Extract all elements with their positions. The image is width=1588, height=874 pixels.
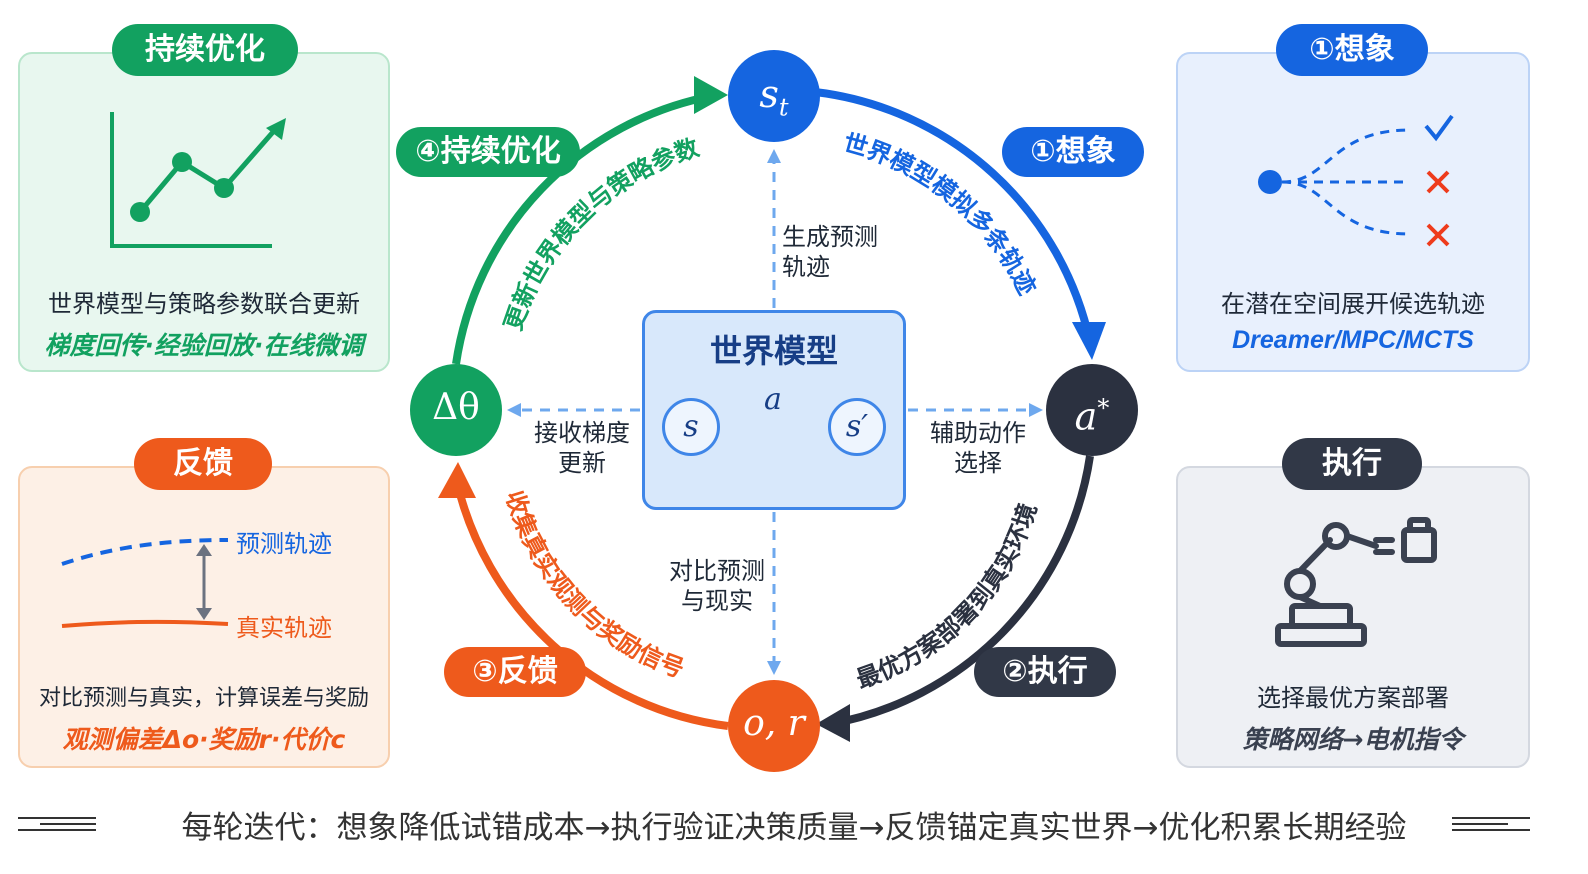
execute-arc-arrowhead [816, 704, 850, 742]
imagine-panel [1176, 52, 1530, 372]
state-node-st: st [728, 50, 820, 142]
imagine-panel-title: ①想象 [1276, 24, 1428, 76]
cross-icon [1426, 170, 1450, 247]
feedback-panel-main: 对比预测与真实，计算误差与奖励 [38, 686, 369, 711]
optimize-panel-sub: 梯度回传·经验回放·在线微调 [44, 331, 364, 360]
imagine-step-badge: ①想象 [1002, 127, 1144, 177]
feedback-arc [452, 477, 729, 730]
optimize-panel-main: 世界模型与策略参数联合更新 [48, 290, 360, 318]
execute-panel-title: 执行 [1282, 438, 1422, 490]
action-node-astar: a* [1046, 364, 1138, 456]
state-s-circle: s [662, 398, 720, 456]
dashed-right-label: 辅助动作选择 [930, 419, 1026, 477]
optimize-arc [452, 92, 713, 365]
observation-reward-node: o, r [728, 680, 820, 772]
optimize-arc-arrowhead [694, 76, 728, 114]
param-update-node: Δθ [410, 364, 502, 456]
footer-decoration-left [18, 817, 96, 831]
check-icon [1424, 114, 1454, 142]
footer-summary: 每轮迭代：想象降低试错成本→执行验证决策质量→反馈锚定真实世界→优化积累长期经验 [181, 810, 1407, 846]
real-trajectory-label: 真实轨迹 [236, 614, 332, 642]
execute-panel-main: 选择最优方案部署 [1257, 684, 1449, 712]
predicted-trajectory-label: 预测轨迹 [236, 530, 332, 558]
state-s-prime-circle: s′ [828, 398, 886, 456]
world-model-title: 世界模型 [709, 332, 838, 370]
optimize-panel [18, 52, 390, 372]
feedback-panel-title: 反馈 [134, 438, 272, 490]
dashed-left-label: 接收梯度更新 [534, 419, 630, 477]
optimize-panel-title: 持续优化 [112, 24, 298, 76]
feedback-panel-sub: 观测偏差Δo·奖励r·代价c [62, 725, 346, 754]
execute-step-badge: ②执行 [974, 647, 1116, 697]
imagine-panel-sub: Dreamer/MPC/MCTS [1232, 326, 1474, 354]
action-a-label: a [764, 382, 782, 417]
feedback-arc-arrowhead [438, 462, 476, 498]
line-chart-icon [110, 112, 286, 248]
execute-arc [829, 455, 1094, 728]
dashed-up-label: 生成预测轨迹 [782, 223, 878, 281]
trajectory-comparison-icon [61, 538, 229, 628]
optimize-step-badge: ④持续优化 [396, 127, 580, 177]
branching-trajectories-icon [1258, 114, 1454, 247]
imagine-panel-main: 在潜在空间展开候选轨迹 [1221, 290, 1485, 318]
execute-panel-sub: 策略网络→电机指令 [1242, 725, 1464, 754]
feedback-step-badge: ③反馈 [444, 647, 586, 697]
dashed-down-label: 对比预测与现实 [669, 557, 765, 615]
footer-decoration-right [1452, 817, 1530, 831]
imagine-arc-arrowhead [1072, 322, 1106, 360]
robot-arm-icon [1275, 517, 1437, 647]
imagine-arc [814, 88, 1094, 343]
